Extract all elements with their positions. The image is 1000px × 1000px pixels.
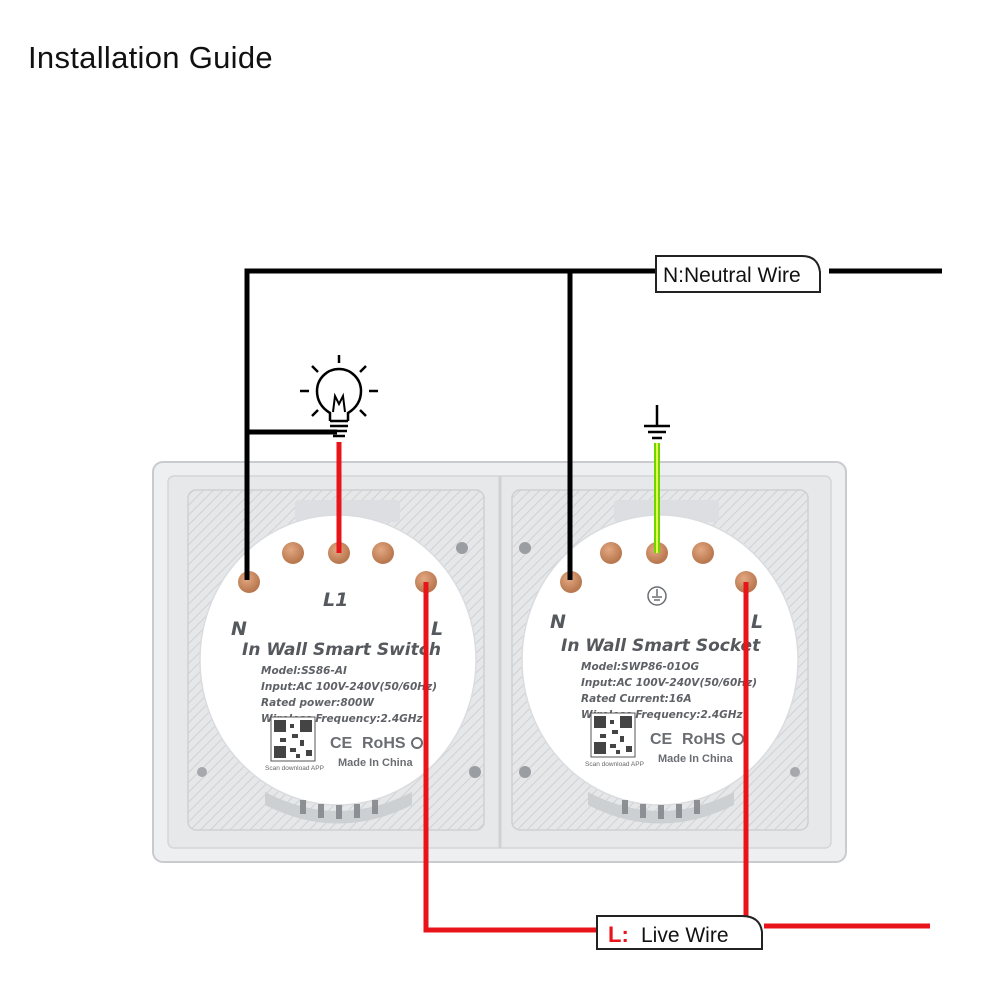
switch-l1-label: L1 [323,589,348,611]
live-wire-text: Live Wire [641,924,729,947]
socket-scan-text: Scan download APP [585,761,644,768]
socket-model: Model:SWP86-01OG [581,661,699,673]
switch-n-label: N [231,618,247,640]
live-wire [423,582,930,933]
switch-model: Model:SS86-AI [261,665,347,677]
switch-name: In Wall Smart Switch [242,640,441,660]
socket-l-label: L [751,611,763,633]
switch-l-label: L [431,618,443,640]
socket-rohs-mark: RoHS [682,731,726,748]
earth-symbol-icon [647,586,667,606]
rohs-leaf-icon [732,733,744,745]
switch-scan-text: Scan download APP [265,765,324,772]
switch-ce-mark: CE [330,735,353,752]
socket-rating: Rated Current:16A [581,693,692,705]
socket-made-in: Made In China [658,753,733,765]
switch-made-in: Made In China [338,757,413,769]
socket-name: In Wall Smart Socket [561,636,761,656]
socket-n-label: N [550,611,566,633]
light-bulb-icon [300,355,378,438]
switch-input: Input:AC 100V-240V(50/60Hz) [261,681,437,693]
live-wire-letter: L: [608,922,629,947]
socket-qr-code [590,712,636,758]
switch-terminal-n [238,571,260,593]
page-title: Installation Guide [28,40,273,75]
switch-rating: Rated power:800W [261,697,374,709]
neutral-wire [244,268,942,580]
rohs-leaf-icon [411,737,423,749]
socket-ce-mark: CE [650,731,673,748]
socket-input: Input:AC 100V-240V(50/60Hz) [581,677,757,689]
switch-qr-code [270,716,316,762]
ground-symbol-icon [644,405,670,440]
svg-text:N:Neutral Wire: N:Neutral Wire [663,264,801,287]
neutral-wire-label: N:Neutral Wire [655,255,821,293]
live-wire-label: L: Live Wire [596,915,763,950]
switch-rohs-mark: RoHS [362,735,406,752]
socket-terminal-n [560,571,582,593]
smart-switch-module: L1 N L In Wall Smart Switch Model:SS86-A… [199,514,477,824]
